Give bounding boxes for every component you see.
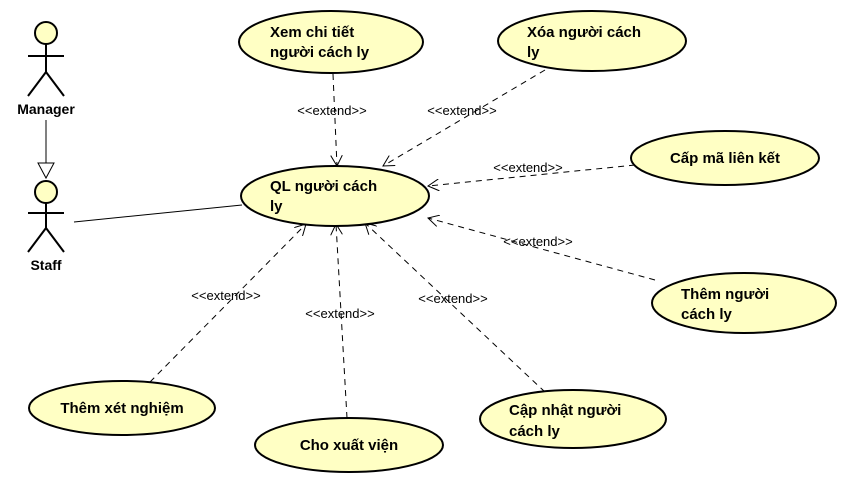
staff-actor: Staff [27,180,65,273]
generalization-arrow [37,120,55,180]
usecase-label: cách ly [681,306,733,323]
usecase-label: Thêm xét nghiệm [60,400,183,417]
usecase-cap-ma-lien-ket[interactable]: Cấp mã liên kết [630,130,820,186]
association-line [73,204,243,223]
extend-label: <<extend>> [427,103,496,118]
extend-link-code: <<extend>> [428,160,636,186]
usecase-label: Cho xuất viện [300,437,398,454]
usecase-them-nguoi-cach-ly[interactable]: Thêm người cách ly [651,272,837,334]
extend-update: <<extend>> [365,223,546,393]
usecase-cap-nhat-nguoi-cach-ly[interactable]: Cập nhật người cách ly [479,389,667,449]
extend-label: <<extend>> [305,306,374,321]
usecase-label: Xóa người cách [527,24,641,41]
usecase-label: Cấp mã liên kết [670,150,780,167]
usecase-label: người cách ly [270,44,370,61]
usecase-xoa-nguoi-cach-ly[interactable]: Xóa người cách ly [497,10,687,72]
usecase-them-xet-nghiem[interactable]: Thêm xét nghiệm [28,380,216,436]
usecase-label: Thêm người [681,286,769,303]
usecase-label: QL người cách [270,178,377,195]
extend-label: <<extend>> [493,160,562,175]
extend-label: <<extend>> [191,288,260,303]
usecase-xem-chi-tiet[interactable]: Xem chi tiết người cách ly [238,10,424,74]
usecase-label: cách ly [509,423,561,440]
extend-discharge: <<extend>> [305,224,375,419]
usecase-label: Xem chi tiết [270,24,354,41]
usecase-ql-nguoi-cach-ly[interactable]: QL người cách ly [240,165,430,227]
staff-label: Staff [30,257,61,273]
extend-label: <<extend>> [297,103,366,118]
manager-label: Manager [17,101,75,117]
usecase-label: ly [270,198,283,215]
extend-add-test: <<extend>> [149,224,306,383]
extend-label: <<extend>> [503,234,572,249]
extend-add-person: <<extend>> [428,218,656,281]
extend-label: <<extend>> [418,291,487,306]
usecase-label: Cập nhật người [509,402,621,419]
usecase-cho-xuat-vien[interactable]: Cho xuất viện [254,417,444,473]
usecase-label: ly [527,44,540,61]
manager-actor: Manager [17,21,75,117]
extend-view-detail: <<extend>> [297,73,367,166]
extend-delete: <<extend>> [383,69,546,166]
